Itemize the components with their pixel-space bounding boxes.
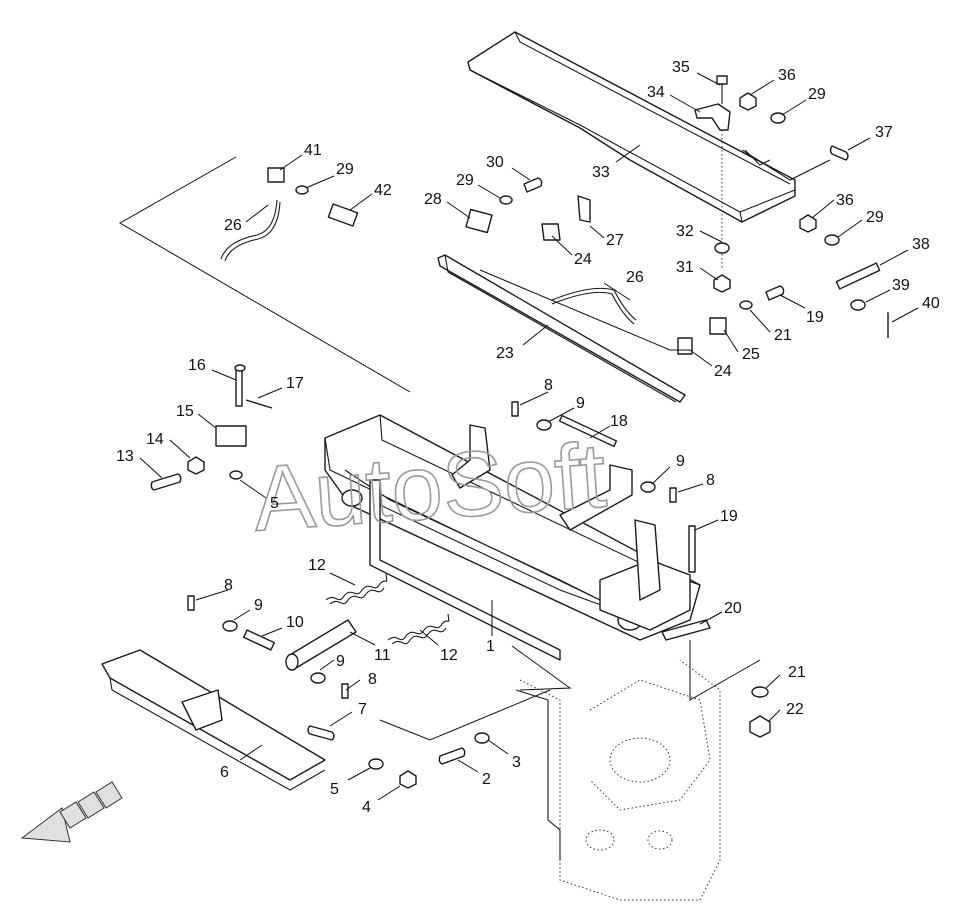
callout-16: 16	[188, 357, 206, 374]
spring-12	[325, 573, 450, 645]
callout-4: 4	[362, 799, 371, 816]
callout-17: 17	[286, 375, 304, 392]
callout-8: 8	[706, 472, 715, 489]
callout-2: 2	[482, 771, 491, 788]
callout-35: 35	[672, 59, 690, 76]
callout-23: 23	[496, 345, 514, 362]
callout-30: 30	[486, 154, 504, 171]
callout-29: 29	[866, 209, 884, 226]
callout-18: 18	[610, 413, 628, 430]
callout-29: 29	[808, 86, 826, 103]
callout-25: 25	[742, 346, 760, 363]
callout-11: 11	[374, 647, 391, 664]
callout-28: 28	[424, 191, 442, 208]
callout-15: 15	[176, 403, 194, 420]
callout-7: 7	[358, 701, 367, 718]
callout-13: 13	[116, 448, 134, 465]
callout-19: 19	[806, 309, 824, 326]
callout-22: 22	[786, 701, 804, 718]
watermark: AutoSoft	[250, 424, 609, 550]
callout-9: 9	[576, 395, 585, 412]
callout-1: 1	[486, 638, 495, 655]
callout-19: 19	[720, 508, 738, 525]
callout-33: 33	[592, 164, 610, 181]
callout-36: 36	[836, 192, 854, 209]
callout-24: 24	[714, 363, 732, 380]
plate-6	[101, 649, 326, 791]
callout-29: 29	[336, 161, 354, 178]
callout-5: 5	[330, 781, 339, 798]
callout-40: 40	[922, 295, 940, 312]
callout-9: 9	[336, 653, 345, 670]
hardware-mid	[150, 364, 771, 738]
callout-3: 3	[512, 754, 521, 771]
callout-8: 8	[544, 377, 553, 394]
shaft-11	[187, 595, 357, 699]
callout-labels: 35 36 34 29 37 33 36 29 38 39 40 41 29 4…	[116, 59, 940, 816]
callout-12: 12	[440, 647, 458, 664]
rail-bar-23	[437, 177, 785, 403]
callout-24: 24	[574, 251, 592, 268]
callout-5: 5	[270, 495, 279, 512]
hardware-top-right	[713, 92, 889, 338]
callout-36: 36	[778, 67, 796, 84]
callout-27: 27	[606, 232, 624, 249]
callout-10: 10	[286, 614, 304, 631]
chassis-outline	[515, 659, 721, 901]
callout-14: 14	[146, 431, 164, 448]
callout-42: 42	[374, 182, 392, 199]
bolts-bottom	[307, 725, 490, 789]
callout-29: 29	[456, 172, 474, 189]
callout-39: 39	[892, 277, 910, 294]
direction-arrow-icon	[20, 781, 123, 843]
callout-9: 9	[676, 453, 685, 470]
callout-26: 26	[224, 217, 242, 234]
callout-37: 37	[875, 124, 893, 141]
callout-8: 8	[368, 671, 377, 688]
harness-26-left	[118, 156, 411, 393]
callout-21: 21	[788, 664, 806, 681]
leader-lines	[139, 72, 919, 801]
callout-41: 41	[304, 142, 322, 159]
callout-34: 34	[647, 84, 665, 101]
callout-31: 31	[676, 259, 694, 276]
callout-32: 32	[676, 223, 694, 240]
callout-20: 20	[724, 600, 742, 617]
callout-26: 26	[626, 269, 644, 286]
callout-6: 6	[220, 764, 229, 781]
callout-9: 9	[254, 597, 263, 614]
cover-plate-33	[467, 31, 796, 223]
callout-21: 21	[774, 327, 792, 344]
callout-8: 8	[224, 577, 233, 594]
callout-12: 12	[308, 557, 326, 574]
callout-38: 38	[912, 236, 930, 253]
main-frame-1	[324, 414, 701, 661]
